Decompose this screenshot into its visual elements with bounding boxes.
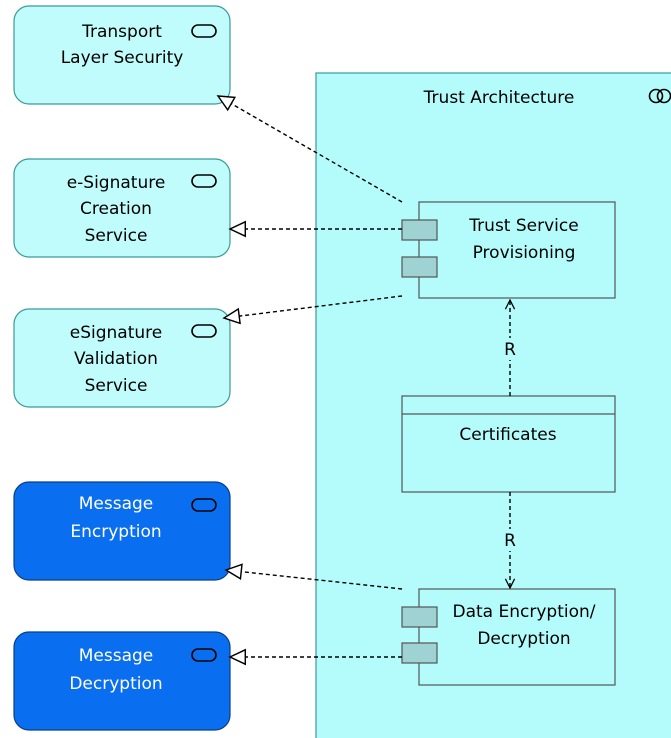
- realization-connector-tls[interactable]: [216, 95, 403, 203]
- access-label-read: R: [504, 340, 516, 360]
- service-label-line1: Message: [79, 494, 154, 514]
- component-label-line2: Decryption: [477, 629, 570, 649]
- service-label-line2: Layer Security: [61, 48, 184, 68]
- trust-architecture-title: Trust Architecture: [423, 88, 575, 108]
- component-label-line1: Data Encryption/: [453, 602, 596, 622]
- service-label-line3: Service: [85, 376, 148, 396]
- component-data-encryption-decryption[interactable]: Data Encryption/ Decryption: [401, 588, 616, 686]
- service-label-line2: Creation: [80, 199, 152, 219]
- service-message-decryption[interactable]: Message Decryption: [13, 631, 231, 731]
- service-label-line1: Message: [79, 646, 154, 666]
- service-message-encryption[interactable]: Message Encryption: [13, 481, 231, 581]
- component-port: [401, 606, 438, 628]
- service-label-line3: Service: [85, 226, 148, 246]
- service-icon: [191, 648, 217, 662]
- service-label-line1: Transport: [81, 22, 162, 42]
- component-label-line2: Provisioning: [473, 243, 576, 263]
- service-label-line2: Decryption: [69, 674, 162, 694]
- realization-connector-msg-enc[interactable]: [224, 563, 403, 590]
- service-label-line2: Validation: [74, 349, 158, 369]
- realization-connector-esig-validate[interactable]: [222, 295, 403, 325]
- component-port: [401, 256, 438, 278]
- service-icon: [191, 174, 217, 188]
- service-label-line1: e-Signature: [67, 173, 166, 193]
- component-port: [401, 642, 438, 664]
- access-label-read: R: [504, 531, 516, 551]
- data-object-label: Certificates: [459, 425, 556, 445]
- component-label-line1: Trust Service: [468, 216, 578, 236]
- service-label-line2: Encryption: [70, 522, 161, 542]
- service-esignature-validation[interactable]: eSignature Validation Service: [13, 308, 231, 408]
- service-e-signature-creation[interactable]: e-Signature Creation Service: [13, 158, 231, 258]
- service-icon: [191, 324, 217, 338]
- component-trust-service-provisioning[interactable]: Trust Service Provisioning: [401, 201, 616, 299]
- data-object-certificates[interactable]: Certificates: [401, 395, 616, 493]
- component-port: [401, 219, 438, 241]
- service-label-line1: eSignature: [70, 323, 162, 343]
- service-icon: [191, 24, 217, 38]
- service-transport-layer-security[interactable]: Transport Layer Security: [13, 5, 231, 105]
- service-icon: [191, 498, 217, 512]
